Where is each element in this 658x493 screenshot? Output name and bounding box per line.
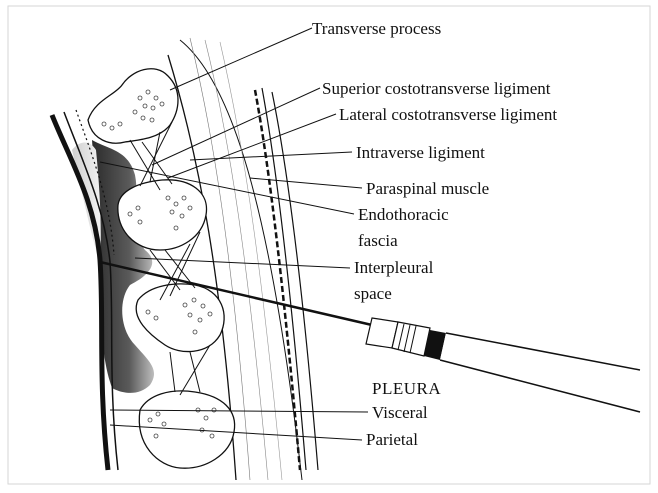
- label-superior-costotransverse-ligament: Superior costotransverse ligiment: [322, 79, 551, 99]
- label-paraspinal-muscle: Paraspinal muscle: [366, 179, 489, 199]
- transverse-process-bone: [88, 69, 178, 143]
- label-transverse-process: Transverse process: [312, 19, 441, 39]
- rib-bone-middle: [136, 284, 224, 352]
- label-interpleural-line2: space: [354, 284, 392, 304]
- label-intraverse-ligament: Intraverse ligiment: [356, 143, 485, 163]
- label-endothoracic-line1: Endothoracic: [358, 205, 449, 225]
- label-lateral-costotransverse-ligament: Lateral costotransverse ligiment: [339, 105, 557, 125]
- label-endothoracic-line2: fascia: [358, 231, 398, 251]
- rib-bone-upper: [118, 180, 207, 250]
- label-pleura: PLEURA: [372, 379, 441, 399]
- label-interpleural-line1: Interpleural: [354, 258, 433, 278]
- label-parietal: Parietal: [366, 430, 418, 450]
- label-visceral: Visceral: [372, 403, 428, 423]
